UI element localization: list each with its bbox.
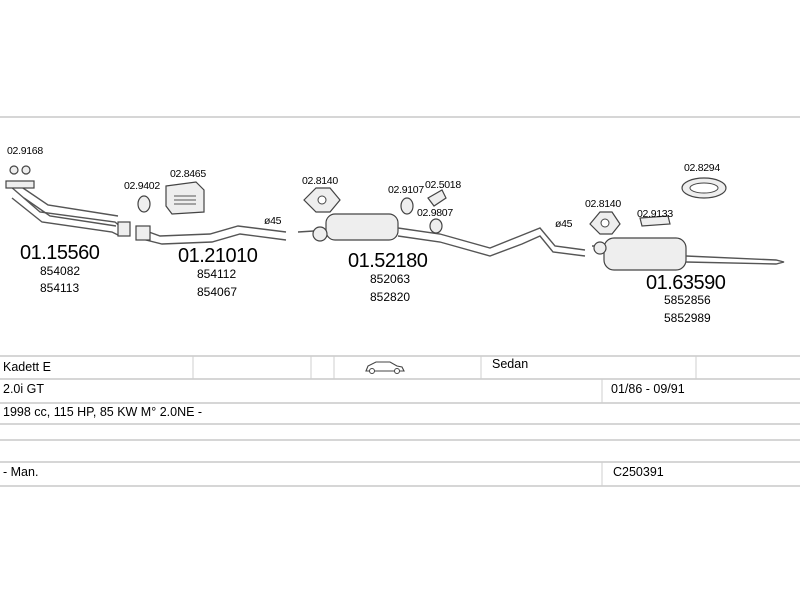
diameter-label: ø45 bbox=[264, 215, 282, 227]
rubber-mount-icon bbox=[303, 187, 341, 213]
engine-specs: 1998 cc, 115 HP, 85 KW M° 2.0NE - bbox=[3, 405, 202, 419]
hanger-icon bbox=[639, 215, 671, 227]
accessory-label: 02.5018 bbox=[425, 179, 461, 191]
accessory-label: 02.8465 bbox=[170, 168, 206, 180]
front-pipe-drawing bbox=[5, 180, 131, 237]
bracket-icon bbox=[427, 189, 447, 234]
accessory-label: 02.9402 bbox=[124, 180, 160, 192]
part-number: 01.63590 bbox=[646, 272, 726, 294]
rear-muffler-drawing bbox=[592, 237, 785, 271]
clamp-icon bbox=[400, 197, 414, 215]
body-type: Sedan bbox=[492, 357, 528, 371]
reference-number: 852063 bbox=[370, 272, 410, 286]
accessory-label: 02.8140 bbox=[302, 175, 338, 187]
model-name: Kadett E bbox=[3, 360, 51, 374]
engine-variant: 2.0i GT bbox=[3, 382, 44, 396]
diameter-label: ø45 bbox=[555, 218, 573, 230]
reference-number: 854067 bbox=[197, 285, 237, 299]
reference-number: 852820 bbox=[370, 290, 410, 304]
accessory-label: 02.9133 bbox=[637, 208, 673, 220]
catalog-code: C250391 bbox=[613, 465, 664, 479]
accessory-label: 02.9168 bbox=[7, 145, 43, 157]
heat-shield-icon bbox=[165, 181, 205, 215]
accessory-label: 02.8140 bbox=[585, 198, 621, 210]
rubber-mount-icon bbox=[589, 211, 621, 235]
gasket-icon bbox=[9, 165, 31, 175]
part-number: 01.15560 bbox=[20, 242, 100, 264]
clamp-icon bbox=[137, 195, 151, 213]
reference-number: 854113 bbox=[40, 281, 79, 295]
part-number: 01.52180 bbox=[348, 250, 428, 272]
production-years: 01/86 - 09/91 bbox=[611, 382, 685, 396]
reference-number: 854082 bbox=[40, 264, 80, 278]
accessory-label: 02.8294 bbox=[684, 162, 720, 174]
reference-number: 5852856 bbox=[664, 293, 711, 307]
middle-muffler-drawing bbox=[297, 213, 586, 257]
gearbox: - Man. bbox=[3, 465, 38, 479]
intermediate-pipe-drawing bbox=[135, 225, 287, 245]
vehicle-info-table bbox=[0, 355, 800, 487]
accessory-label: 02.9807 bbox=[417, 207, 453, 219]
accessory-label: 02.9107 bbox=[388, 184, 424, 196]
part-number: 01.21010 bbox=[178, 245, 258, 267]
hanger-ring-icon bbox=[681, 177, 727, 199]
reference-number: 5852989 bbox=[664, 311, 711, 325]
car-sedan-icon bbox=[365, 361, 405, 374]
reference-number: 854112 bbox=[197, 267, 236, 281]
